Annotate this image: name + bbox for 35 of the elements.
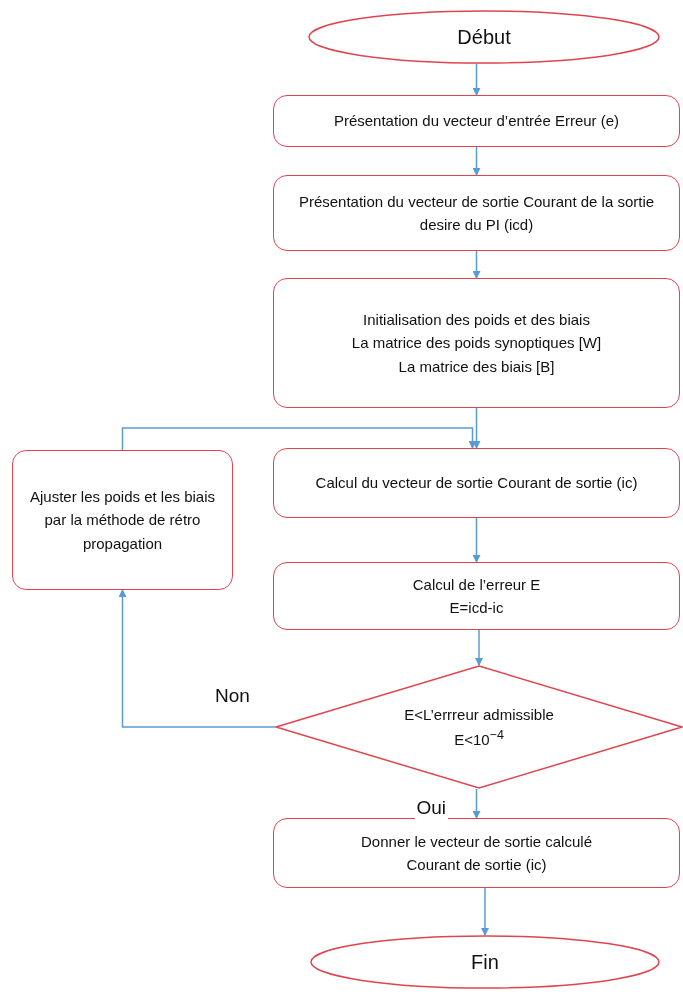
node-text: La matrice des biais [B] xyxy=(397,356,556,377)
arrow xyxy=(121,427,477,451)
arrow xyxy=(472,788,481,819)
terminal-ellipse xyxy=(308,10,660,64)
node-text: Fin xyxy=(470,949,500,975)
process-box xyxy=(12,450,233,590)
terminal-ellipse xyxy=(310,935,660,989)
node-text: Présentation du vecteur de sortie Courant de la sortie desire du PI (icd) xyxy=(297,191,656,235)
arrow xyxy=(475,629,483,666)
process-box xyxy=(273,175,680,251)
node-text: E=icd-ic xyxy=(448,598,505,618)
node-text: Ajuster les poids et les biais par la méthode de rétro propagation xyxy=(28,487,217,554)
process-box xyxy=(273,95,680,147)
decision-diamond xyxy=(275,665,683,789)
arrow xyxy=(472,407,481,449)
node-text: Calcul de l’erreur E xyxy=(411,574,542,595)
process-box xyxy=(273,278,680,408)
node-text: E<10$^{−4}$ xyxy=(453,727,505,750)
arrow xyxy=(481,887,489,936)
arrow xyxy=(472,63,481,96)
node-text: Calcul du vecteur de sortie Courant de sortie (ic) xyxy=(314,473,639,494)
node-text: Donner le vecteur de sortie calculé xyxy=(360,831,593,852)
arrow xyxy=(472,517,481,563)
node-text: Initialisation des poids et des biais xyxy=(362,310,591,331)
node-text: Début xyxy=(456,24,512,50)
arrow xyxy=(118,589,276,728)
process-box xyxy=(273,818,680,888)
node-text: Présentation du vecteur d’entrée Erreur (e) xyxy=(332,111,621,132)
node-text: Courant de sortie (ic) xyxy=(405,855,548,875)
arrow xyxy=(472,146,481,176)
arrow xyxy=(472,250,481,279)
process-box xyxy=(273,448,680,518)
node-text: E<L’errreur admissible xyxy=(403,704,555,725)
node-text: La matrice des poids synoptiques [W] xyxy=(350,333,603,354)
process-box xyxy=(273,562,680,630)
